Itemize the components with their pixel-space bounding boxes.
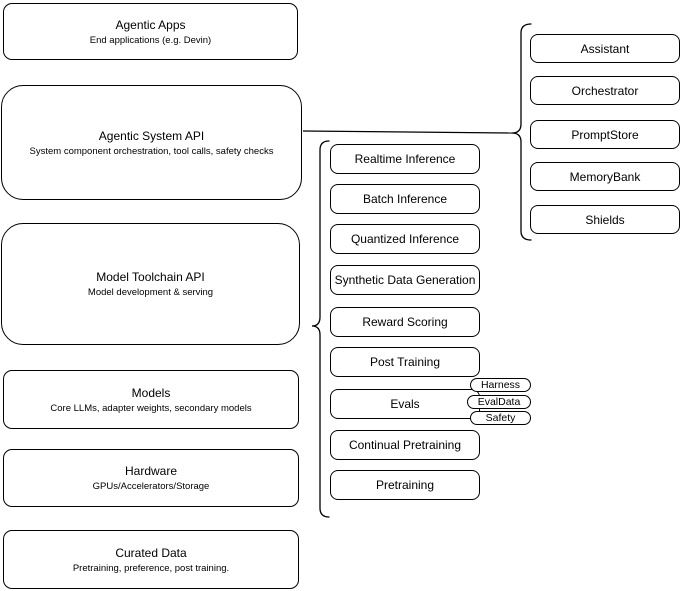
node-subtitle: Core LLMs, adapter weights, secondary mo… <box>50 402 252 414</box>
node-model-toolchain-api: Model Toolchain API Model development & … <box>1 223 300 345</box>
node-subtitle: End applications (e.g. Devin) <box>89 34 212 46</box>
node-quantized-inference: Quantized Inference <box>330 224 480 254</box>
node-promptstore: PromptStore <box>530 120 680 149</box>
node-hardware: Hardware GPUs/Accelerators/Storage <box>3 449 299 507</box>
pill-evaldata: EvalData <box>467 395 531 409</box>
node-subtitle: System component orchestration, tool cal… <box>29 145 274 157</box>
node-title: Models <box>131 385 171 400</box>
pill-safety: Safety <box>470 411 531 425</box>
node-curated-data: Curated Data Pretraining, preference, po… <box>3 530 299 589</box>
node-memorybank: MemoryBank <box>530 162 680 191</box>
node-subtitle: GPUs/Accelerators/Storage <box>92 481 210 492</box>
brace-middle-column <box>311 140 330 518</box>
node-subtitle: Pretraining, preference, post training. <box>72 562 230 574</box>
node-reward-scoring: Reward Scoring <box>330 307 480 337</box>
node-post-training: Post Training <box>330 347 480 377</box>
node-title: Agentic Apps <box>115 17 186 32</box>
node-title: Curated Data <box>115 545 187 560</box>
node-agentic-apps: Agentic Apps End applications (e.g. Devi… <box>3 3 298 60</box>
connector-line-system-api-to-right-brace <box>302 130 513 134</box>
node-models: Models Core LLMs, adapter weights, secon… <box>3 370 299 429</box>
node-title: Hardware <box>124 464 178 478</box>
node-batch-inference: Batch Inference <box>330 184 480 214</box>
node-orchestrator: Orchestrator <box>530 76 680 105</box>
brace-right-column <box>511 23 532 241</box>
node-subtitle: Model development & serving <box>87 287 214 298</box>
pill-harness: Harness <box>470 378 531 392</box>
node-pretraining: Pretraining <box>330 470 480 500</box>
node-agentic-system-api: Agentic System API System component orch… <box>1 85 302 200</box>
node-synthetic-data-generation: Synthetic Data Generation <box>330 265 480 295</box>
node-evals: Evals <box>330 389 480 419</box>
node-continual-pretraining: Continual Pretraining <box>330 430 480 460</box>
node-realtime-inference: Realtime Inference <box>330 144 480 174</box>
node-title: Agentic System API <box>98 128 205 143</box>
node-shields: Shields <box>530 205 680 234</box>
node-assistant: Assistant <box>530 34 680 63</box>
node-title: Model Toolchain API <box>96 270 205 284</box>
